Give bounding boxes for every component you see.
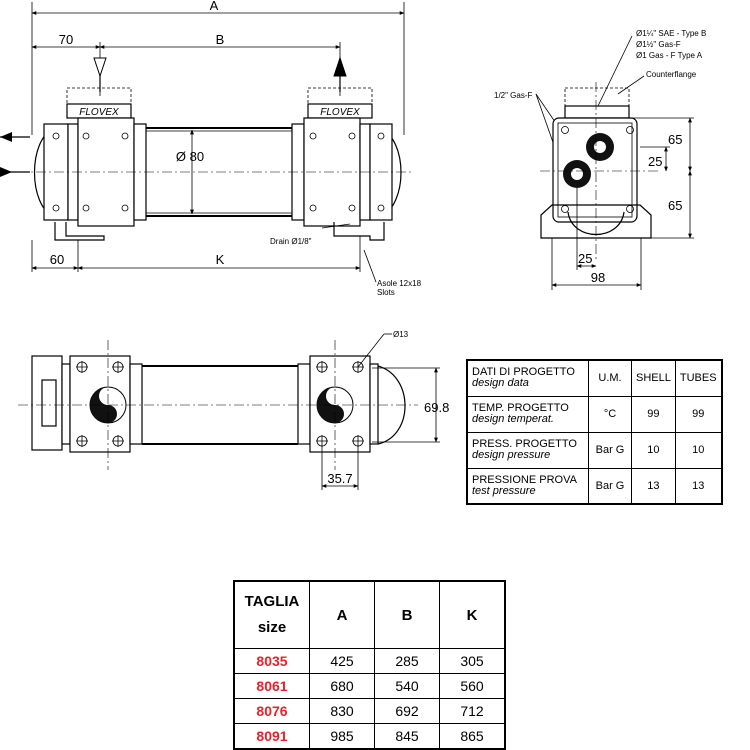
dim-69-8-label: 69.8 xyxy=(424,400,449,415)
design-row-label: PRESS. PROGETTO design pressure xyxy=(466,431,589,469)
size-header-k: K xyxy=(439,580,506,649)
design-row-en: design temperat. xyxy=(472,413,554,425)
size-k-value: 305 xyxy=(439,648,506,674)
note-counterflange: Counterflange xyxy=(646,70,697,79)
front-view: A 70 B FLOVEX FLOVEX xyxy=(0,0,422,297)
size-k-value: 712 xyxy=(439,698,506,724)
design-table-row: PRESSIONE PROVA test pressure Bar G 13 1… xyxy=(466,467,723,505)
dim-98-label: 98 xyxy=(591,270,605,285)
size-table: TAGLIA size A B K 8035 425 285 305 8061 … xyxy=(233,580,506,750)
design-row-um: Bar G xyxy=(588,431,632,469)
design-row-um: °C xyxy=(588,395,632,433)
size-table-header-row: TAGLIA size A B K xyxy=(233,580,506,649)
size-table-row: 8061 680 540 560 xyxy=(233,673,506,699)
size-b-value: 285 xyxy=(374,648,440,674)
note-gas-f: Ø1½" Gas-F xyxy=(636,40,681,49)
design-header-tubes: TUBES xyxy=(674,359,723,397)
size-b-value: 540 xyxy=(374,673,440,699)
dim-65-lower: 65 xyxy=(668,198,682,213)
size-header-b: B xyxy=(374,580,440,649)
size-b-value: 692 xyxy=(374,698,440,724)
size-a-value: 830 xyxy=(309,698,375,724)
size-header-line2: size xyxy=(257,619,287,636)
design-header-um: U.M. xyxy=(588,359,632,397)
design-row-um: Bar G xyxy=(588,467,632,505)
size-a-value: 680 xyxy=(309,673,375,699)
side-view: Ø1¼" SAE - Type B Ø1½" Gas-F Ø1 Gas - F … xyxy=(494,29,706,290)
drain-note: Drain Ø1/8" xyxy=(270,237,312,246)
design-header-it: DATI DI PROGETTO xyxy=(472,366,575,379)
size-table-row: 8076 830 692 712 xyxy=(233,698,506,724)
size-code: 8091 xyxy=(233,723,310,750)
design-row-it: PRESS. PROGETTO xyxy=(472,438,577,450)
design-header-en: design data xyxy=(472,377,529,390)
size-code: 8061 xyxy=(233,673,310,699)
size-b-value: 845 xyxy=(374,723,440,750)
dim-25-horizontal: 25 xyxy=(578,251,592,266)
design-table-row: PRESS. PROGETTO design pressure Bar G 10… xyxy=(466,431,723,469)
dim-60-label: 60 xyxy=(50,252,64,267)
size-header-line1: TAGLIA xyxy=(244,593,300,610)
dim-70-label: 70 xyxy=(59,32,73,47)
brand-left: FLOVEX xyxy=(79,107,119,118)
design-row-shell: 10 xyxy=(631,431,676,469)
size-k-value: 865 xyxy=(439,723,506,750)
design-row-it: TEMP. PROGETTO xyxy=(472,402,569,414)
slots-note-2: Slots xyxy=(377,288,395,297)
dim-b-label: B xyxy=(216,32,225,47)
design-row-shell: 13 xyxy=(631,467,676,505)
design-row-tubes: 99 xyxy=(674,395,723,433)
brand-right: FLOVEX xyxy=(320,107,360,118)
dim-dia80-label: Ø 80 xyxy=(176,149,204,164)
dim-a-label: A xyxy=(210,0,219,13)
design-data-table: DATI DI PROGETTO design data U.M. SHELL … xyxy=(466,359,723,505)
dim-35-7-label: 35.7 xyxy=(327,471,352,486)
note-sae: Ø1¼" SAE - Type B xyxy=(636,29,706,38)
design-header-shell: SHELL xyxy=(631,359,676,397)
note-gas-a: Ø1 Gas - F Type A xyxy=(636,51,703,60)
design-row-en: test pressure xyxy=(472,484,536,497)
size-a-value: 425 xyxy=(309,648,375,674)
size-code: 8035 xyxy=(233,648,310,674)
size-table-row: 8091 985 845 865 xyxy=(233,723,506,750)
design-table-row: TEMP. PROGETTO design temperat. °C 99 99 xyxy=(466,395,723,433)
design-row-tubes: 10 xyxy=(674,431,723,469)
size-table-row: 8035 425 285 305 xyxy=(233,648,506,674)
size-header: TAGLIA size xyxy=(233,580,310,649)
design-row-tubes: 13 xyxy=(674,467,723,505)
design-row-shell: 99 xyxy=(631,395,676,433)
slots-note-1: Asole 12x18 xyxy=(377,279,422,288)
top-view: Ø13 69.8 35.7 xyxy=(18,330,449,490)
design-row-en: design pressure xyxy=(472,449,551,461)
dim-k-label: K xyxy=(216,252,225,267)
note-half-gas: 1/2" Gas-F xyxy=(494,91,533,100)
design-row-label: PRESSIONE PROVA test pressure xyxy=(466,467,589,505)
dim-dia13-label: Ø13 xyxy=(393,330,409,339)
size-header-a: A xyxy=(309,580,375,649)
size-code: 8076 xyxy=(233,698,310,724)
design-row-label: TEMP. PROGETTO design temperat. xyxy=(466,395,589,433)
size-k-value: 560 xyxy=(439,673,506,699)
design-table-header-row: DATI DI PROGETTO design data U.M. SHELL … xyxy=(466,359,723,397)
design-row-it: PRESSIONE PROVA xyxy=(472,473,577,486)
design-header-label: DATI DI PROGETTO design data xyxy=(466,359,589,397)
dim-25-vertical: 25 xyxy=(648,154,662,169)
size-a-value: 985 xyxy=(309,723,375,750)
dim-65-upper: 65 xyxy=(668,132,682,147)
